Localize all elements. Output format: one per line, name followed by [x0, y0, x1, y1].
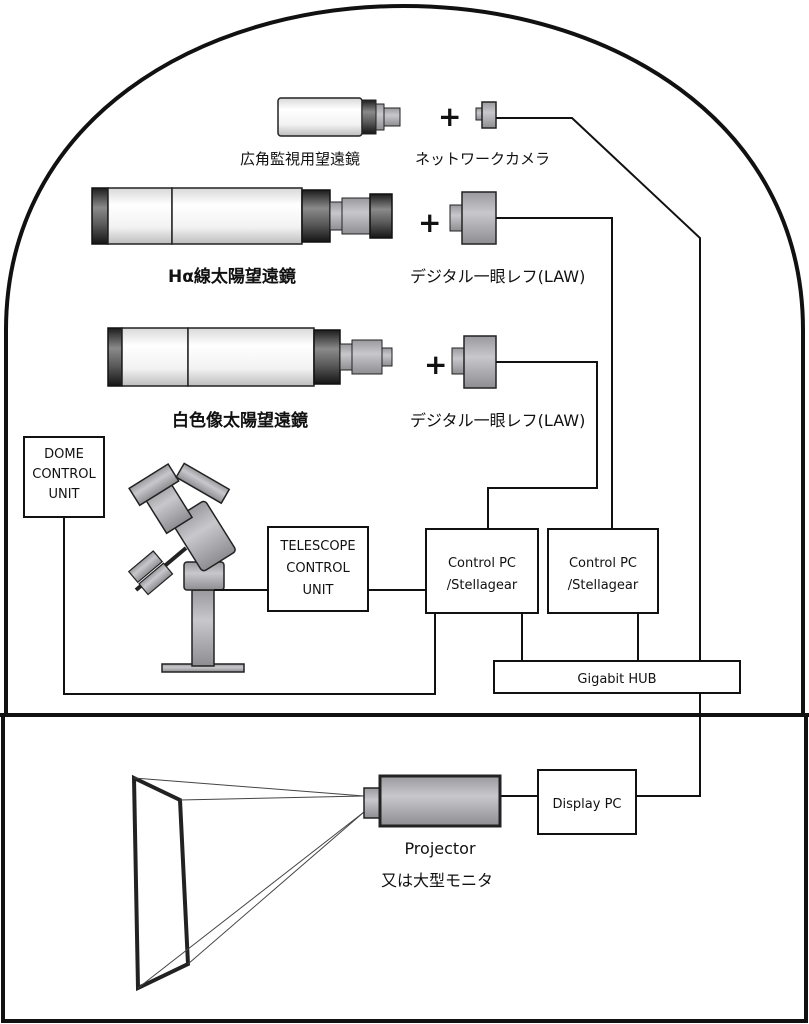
svg-text:CONTROL: CONTROL [286, 561, 350, 576]
halpha-scope-label: Hα線太陽望遠鏡 [168, 266, 296, 287]
dslr-label-2: デジタル一眼レフ(LAW) [410, 411, 585, 430]
wide-scope-label: 広角監視用望遠鏡 [240, 150, 360, 168]
dslr-camera-icon [449, 191, 497, 245]
control-pc-box-2: Control PC /Stellagear [547, 528, 659, 614]
h-alpha-solar-telescope [91, 187, 393, 245]
svg-text:Gigabit HUB: Gigabit HUB [577, 672, 656, 687]
telescope-control-unit-box: TELESCOPE CONTROL UNIT [267, 526, 369, 612]
network-camera-icon [475, 101, 497, 129]
dome-outline [3, 3, 805, 715]
room-frame [1, 715, 808, 1023]
svg-text:TELESCOPE: TELESCOPE [279, 539, 355, 554]
dslr-camera-icon [451, 335, 497, 389]
svg-text:Control PC: Control PC [569, 556, 637, 571]
projector-beam [133, 777, 365, 989]
control-pc-box-1: Control PC /Stellagear [425, 528, 539, 614]
projector-icon [363, 774, 502, 828]
gigabit-hub-box: Gigabit HUB [493, 660, 741, 694]
display-pc-box: Display PC [537, 769, 637, 835]
plus-sign-2: + [418, 206, 441, 239]
plus-sign-1: + [438, 100, 461, 133]
dslr-label-1: デジタル一眼レフ(LAW) [410, 267, 585, 286]
wide-angle-telescope [277, 97, 401, 137]
projector-sublabel: 又は大型モニタ [381, 871, 493, 890]
svg-text:Display PC: Display PC [553, 797, 622, 812]
white-scope-label: 白色像太陽望遠鏡 [172, 410, 308, 431]
svg-text:UNIT: UNIT [48, 487, 79, 502]
svg-text:CONTROL: CONTROL [32, 467, 96, 482]
connection-wires [63, 117, 701, 797]
svg-text:/Stellagear: /Stellagear [447, 578, 518, 593]
svg-text:DOME: DOME [44, 447, 84, 462]
network-camera-label: ネットワークカメラ [415, 150, 550, 168]
svg-text:UNIT: UNIT [302, 583, 333, 598]
projection-screen [131, 774, 191, 992]
plus-sign-3: + [424, 348, 447, 381]
white-light-solar-telescope [107, 327, 393, 387]
projector-label: Projector [404, 839, 476, 858]
telescope-mount-icon [127, 462, 245, 673]
svg-text:Control PC: Control PC [448, 556, 516, 571]
dome-control-unit-box: DOME CONTROL UNIT [23, 436, 105, 518]
svg-text:/Stellagear: /Stellagear [568, 578, 639, 593]
